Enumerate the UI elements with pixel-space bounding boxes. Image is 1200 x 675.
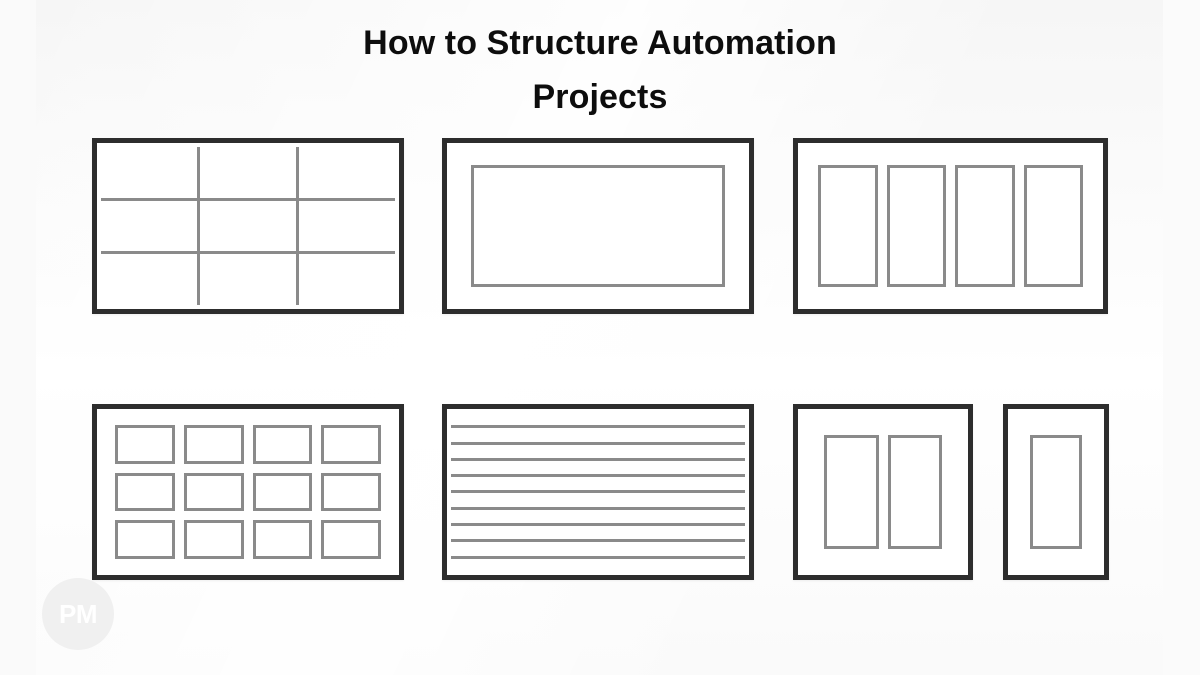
tile-box <box>252 472 313 512</box>
stripe-row <box>451 542 745 559</box>
stripe-row <box>451 510 745 527</box>
stripe-row <box>451 559 745 572</box>
grid-cell <box>101 200 200 252</box>
tile-box <box>252 425 313 464</box>
tile-row <box>115 520 381 560</box>
tile-box <box>115 472 175 512</box>
grid-cell <box>101 254 200 306</box>
panel-box <box>471 165 725 287</box>
layout-card-tile-grid[interactable] <box>92 404 404 580</box>
page-title-line-2: Projects <box>532 78 668 116</box>
layout-card-horizontal-stripes[interactable] <box>442 404 754 580</box>
stripe-row <box>451 461 745 478</box>
watermark-logo-badge: PM <box>42 578 114 650</box>
two-columns-body <box>798 409 968 575</box>
grid-cell <box>200 200 299 252</box>
tile-box <box>321 425 381 464</box>
stripe-row <box>451 428 745 445</box>
grid-cell <box>299 201 395 252</box>
tile-grid-body <box>97 409 399 575</box>
tile-row <box>115 425 381 464</box>
tile-box <box>183 520 244 560</box>
grid-cell <box>101 147 200 198</box>
tile-box <box>183 472 244 512</box>
background-right-edge <box>1163 0 1200 675</box>
stripe-row <box>451 477 745 494</box>
page-title: How to Structure Automation Projects <box>0 16 1200 124</box>
column-box <box>955 165 1015 287</box>
grid-3x3-body <box>97 143 399 309</box>
tile-box <box>252 520 313 560</box>
column-box <box>887 435 942 549</box>
column-box <box>1023 165 1083 287</box>
column-box <box>886 165 946 287</box>
column-box <box>818 165 878 287</box>
grid-row <box>101 147 395 201</box>
layout-card-single-panel[interactable] <box>442 138 754 314</box>
grid-cell <box>299 254 395 305</box>
four-columns-body <box>798 143 1103 309</box>
page-title-line-1: How to Structure Automation <box>363 24 837 62</box>
stripe-row <box>451 493 745 510</box>
layout-card-grid-3x3[interactable] <box>92 138 404 314</box>
stripe-row <box>451 526 745 543</box>
stripes-body <box>447 409 749 575</box>
grid-cell <box>200 254 299 306</box>
watermark-label: PM <box>59 599 98 629</box>
tile-box <box>321 520 381 560</box>
tile-row <box>115 472 381 512</box>
panel-box <box>1030 435 1082 549</box>
tile-box <box>321 472 381 512</box>
grid-row <box>101 254 395 306</box>
grid-row <box>101 200 395 255</box>
single-panel-body <box>447 143 749 309</box>
layout-card-four-columns[interactable] <box>793 138 1108 314</box>
tile-box <box>115 520 175 560</box>
background-left-edge <box>0 0 36 675</box>
grid-cell <box>200 147 299 198</box>
tile-box <box>115 425 175 464</box>
stripe-row <box>451 412 745 429</box>
layout-card-two-columns[interactable] <box>793 404 973 580</box>
grid-cell <box>299 147 395 198</box>
tile-box <box>183 425 244 464</box>
layout-card-portrait-single[interactable] <box>1003 404 1109 580</box>
portrait-body <box>1008 409 1104 575</box>
stripe-row <box>451 445 745 461</box>
column-box <box>824 435 879 549</box>
